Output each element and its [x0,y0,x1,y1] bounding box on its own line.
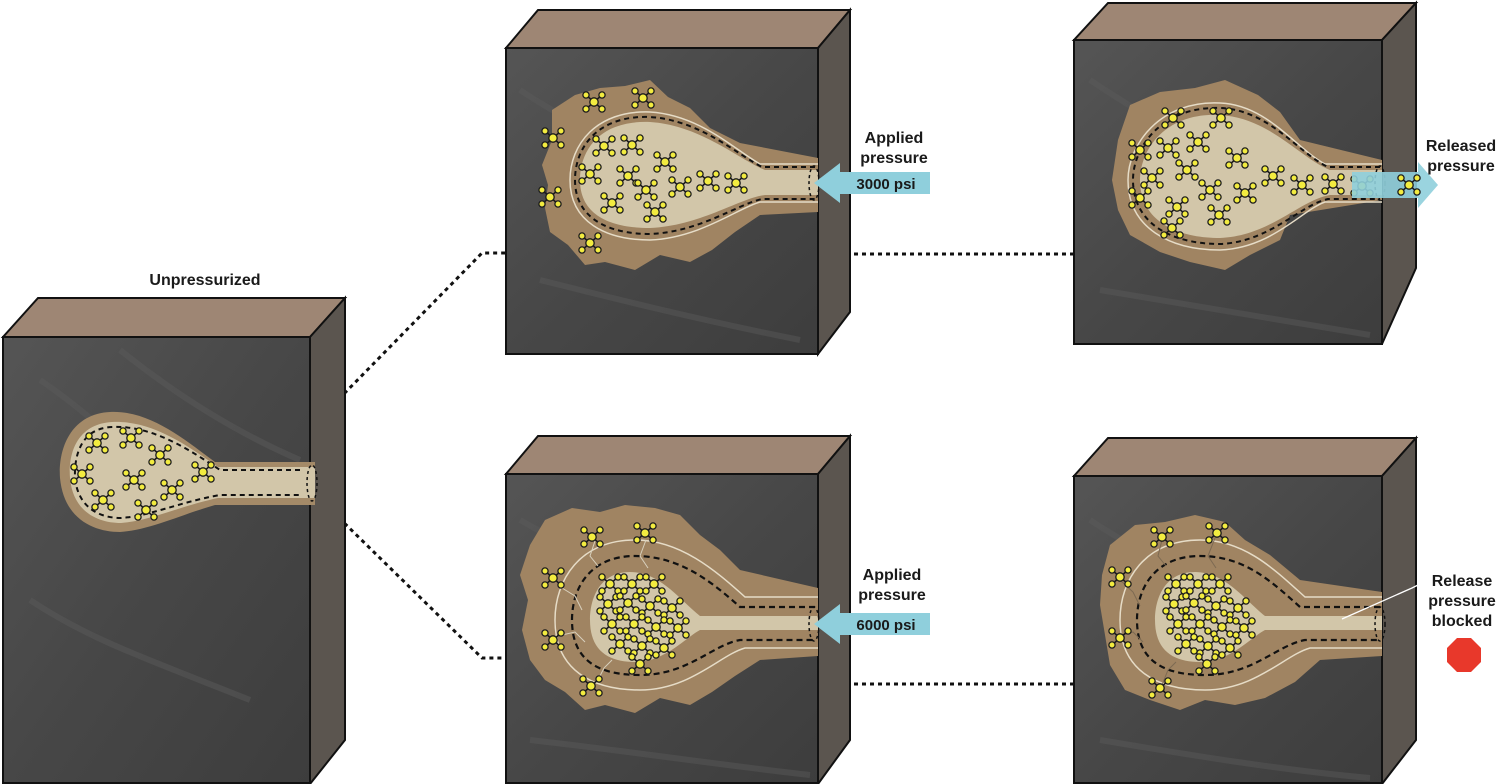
cavity-dashed-outline [570,554,815,677]
pipe-end [306,464,318,502]
fracture-lines [561,537,649,681]
label-blocked-3: blocked [1432,613,1492,630]
rock-top [1071,1,1419,41]
callout-leader-line [1341,579,1429,620]
label-released-1: Released [1426,138,1496,155]
label-applied-top-1: Applied [865,130,924,147]
pressure-arrow-icon [1352,162,1438,208]
pressure-arrow-top: 3000 psi [814,163,930,203]
cavity-outer-ring [554,539,818,691]
rock-side [309,295,346,784]
label-applied-top-2: pressure [860,150,928,167]
cavity-dashed-outline [1131,106,1380,246]
pressure-value-6000: 6000 psi [856,617,915,634]
rock-block-blocked [1071,435,1429,784]
rock-block-unpressurized [0,295,348,784]
rock-block-released [1071,0,1438,345]
cavity-dashed-outline [1135,554,1380,677]
pipe-end [1374,606,1386,642]
label-blocked-1: Release [1432,573,1493,590]
label-unpressurized: Unpressurized [149,272,260,289]
rock-face [2,336,311,784]
cavity-outline [569,111,818,241]
connector-top-left [331,251,506,407]
rock-top [1071,437,1419,477]
pressure-arrow-icon [814,604,930,644]
connector-lines [331,251,1074,686]
cavity-outline [1127,102,1382,251]
rock-top [0,297,348,338]
cavity-dashed-outline [573,115,815,236]
label-applied-bottom-2: pressure [858,587,926,604]
rock-side [1381,435,1417,784]
rock-block-applied-6000 [503,433,853,784]
rock-top [503,9,853,49]
cavity-dashed-outline [73,425,300,520]
cavity [69,421,315,523]
connector-bottom-left [331,510,506,660]
pressure-arrow-bottom: 6000 psi [814,604,930,644]
rock-block-applied-3000 [503,7,853,357]
pressure-value-3000: 3000 psi [856,176,915,193]
label-blocked-2: pressure [1428,593,1496,610]
label-released-2: pressure [1427,158,1495,175]
stop-sign-icon [1447,638,1481,672]
rock-top [503,435,853,475]
label-applied-bottom-1: Applied [863,567,922,584]
cavity-outer-ring [1119,539,1382,691]
pressure-arrow-icon [814,163,930,203]
